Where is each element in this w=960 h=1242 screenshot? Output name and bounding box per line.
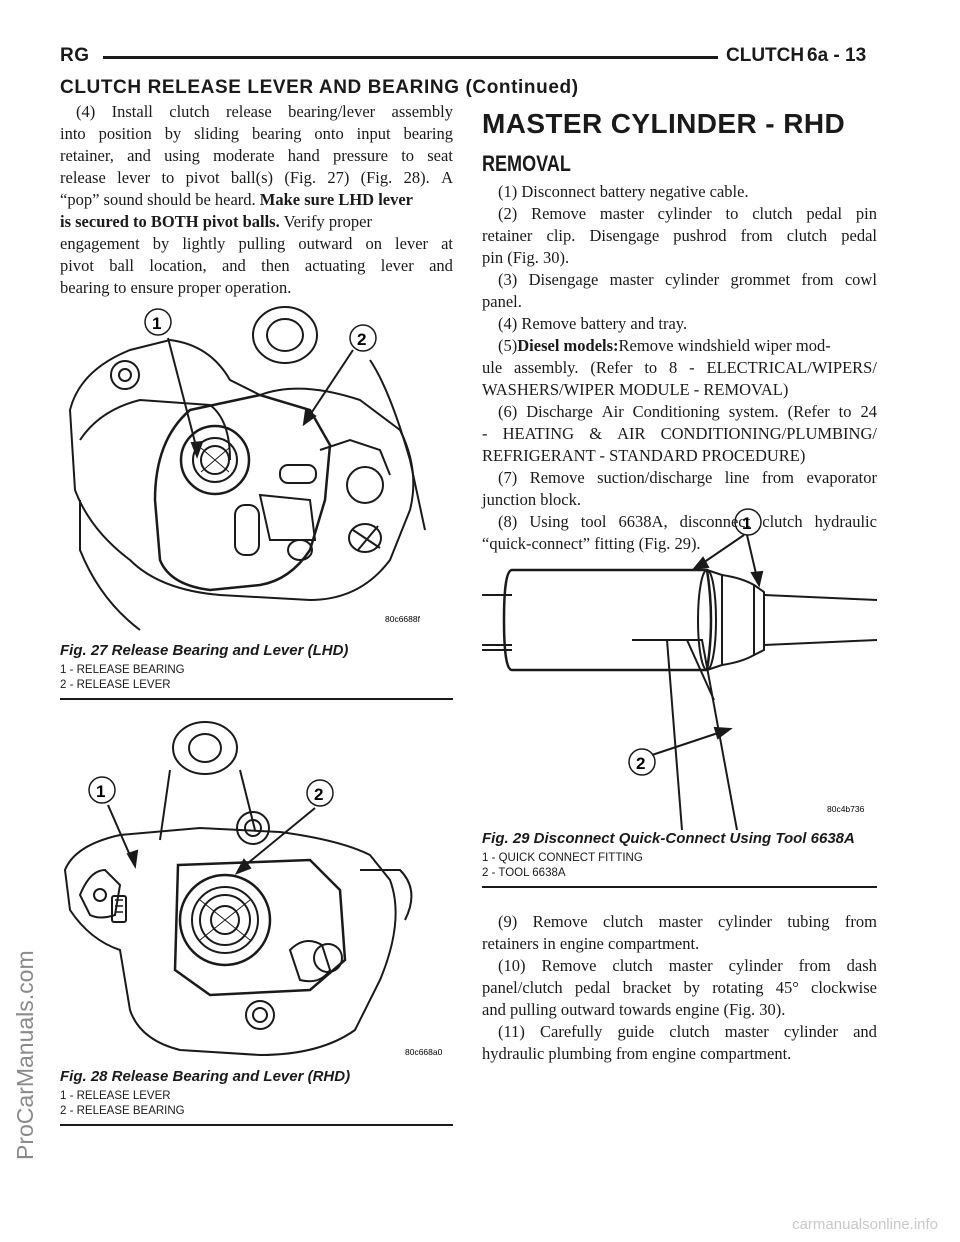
- header-section-code: RG: [60, 45, 90, 66]
- right-column: MASTER CYLINDER - RHD REMOVAL (1) Discon…: [482, 101, 877, 555]
- figure-code: 80c668a0: [405, 1047, 443, 1057]
- caption-rule: [482, 886, 877, 888]
- text-line: bearing to ensure proper operation.: [60, 278, 292, 297]
- text-line: retainers in engine compartment.: [482, 934, 700, 953]
- caption-rule: [60, 1124, 453, 1126]
- text-line: “quick-connect” fitting (Fig. 29).: [482, 534, 701, 553]
- warning-text: Make sure LHD lever: [259, 190, 414, 209]
- callout-1: 1: [96, 782, 105, 801]
- header-rule: [103, 56, 718, 59]
- callout-2: 2: [314, 785, 323, 804]
- text-line: and pulling outward towards engine (Fig.…: [482, 1000, 786, 1019]
- text-normal: Remove windshield wiper mod-: [618, 336, 831, 355]
- step-4: (4) Remove battery and tray.: [498, 314, 688, 333]
- legend-item: 2 - RELEASE BEARING: [60, 1105, 185, 1117]
- text-normal: “pop” sound should be heard.: [60, 190, 256, 209]
- fig28-illustration: 1 2 80c668a0: [63, 721, 443, 1057]
- text-line: panel.: [482, 292, 522, 311]
- legend-item: 1 - RELEASE LEVER: [60, 1090, 171, 1102]
- fig27-illustration: 1 2 80c6688f: [68, 306, 426, 631]
- fig29-illustration: 1 2 80c4b736: [482, 508, 877, 830]
- watermark: ProCarManuals.com: [12, 950, 38, 1160]
- callout-1: 1: [742, 514, 751, 533]
- procedure-title: MASTER CYLINDER - RHD: [482, 108, 846, 139]
- text-normal: Verify proper: [283, 212, 372, 231]
- bold-text: Diesel models:: [517, 336, 619, 355]
- figure-27: 1 2 80c6688f Fig. 27 Release Bearing and…: [60, 300, 453, 700]
- figure-code: 80c6688f: [385, 614, 421, 624]
- step-1: (1) Disconnect battery negative cable.: [498, 182, 749, 201]
- caption-rule: [60, 698, 453, 700]
- text-line: pin (Fig. 30).: [482, 248, 570, 267]
- figure-caption: Fig. 27 Release Bearing and Lever (LHD): [60, 642, 349, 659]
- figure-code: 80c4b736: [827, 804, 865, 814]
- legend-item: 1 - RELEASE BEARING: [60, 664, 185, 676]
- section-title: CLUTCH RELEASE LEVER AND BEARING (Contin…: [60, 77, 579, 98]
- figure-28: 1 2 80c668a0 Fig. 28 Release Bearing and…: [60, 720, 453, 1126]
- text-line: hydraulic plumbing from engine compartme…: [482, 1044, 792, 1063]
- figure-caption: Fig. 29 Disconnect Quick-Connect Using T…: [482, 830, 855, 847]
- legend-item: 2 - RELEASE LEVER: [60, 679, 171, 691]
- callout-1: 1: [152, 314, 161, 333]
- text-line: “pop” sound should be heard. Make sure L…: [60, 189, 453, 211]
- figure-caption: Fig. 28 Release Bearing and Lever (RHD): [60, 1068, 351, 1085]
- procedure-subtitle: REMOVAL: [482, 151, 571, 176]
- legend-item: 2 - TOOL 6638A: [482, 867, 566, 879]
- warning-text: is secured to BOTH pivot balls.: [60, 212, 280, 231]
- callout-2: 2: [357, 330, 366, 349]
- text-line: REFRIGERANT - STANDARD PROCEDURE): [482, 446, 806, 465]
- text-line: (5)Diesel models:Remove windshield wiper…: [482, 335, 877, 357]
- figure-29: 1 2 80c4b736 Fig. 29 Disconnect Quick-Co…: [482, 500, 877, 888]
- header-chapter: CLUTCH: [726, 45, 805, 66]
- legend-item: 1 - QUICK CONNECT FITTING: [482, 852, 643, 864]
- text-line: junction block.: [482, 490, 581, 509]
- text-line: WASHERS/WIPER MODULE - REMOVAL): [482, 380, 789, 399]
- text-line: is secured to BOTH pivot balls. Verify p…: [60, 211, 453, 233]
- page-number: 6a - 13: [807, 45, 867, 66]
- callout-2: 2: [636, 754, 645, 773]
- site-watermark: carmanualsonline.info: [792, 1216, 938, 1233]
- step-number: (5): [498, 336, 518, 355]
